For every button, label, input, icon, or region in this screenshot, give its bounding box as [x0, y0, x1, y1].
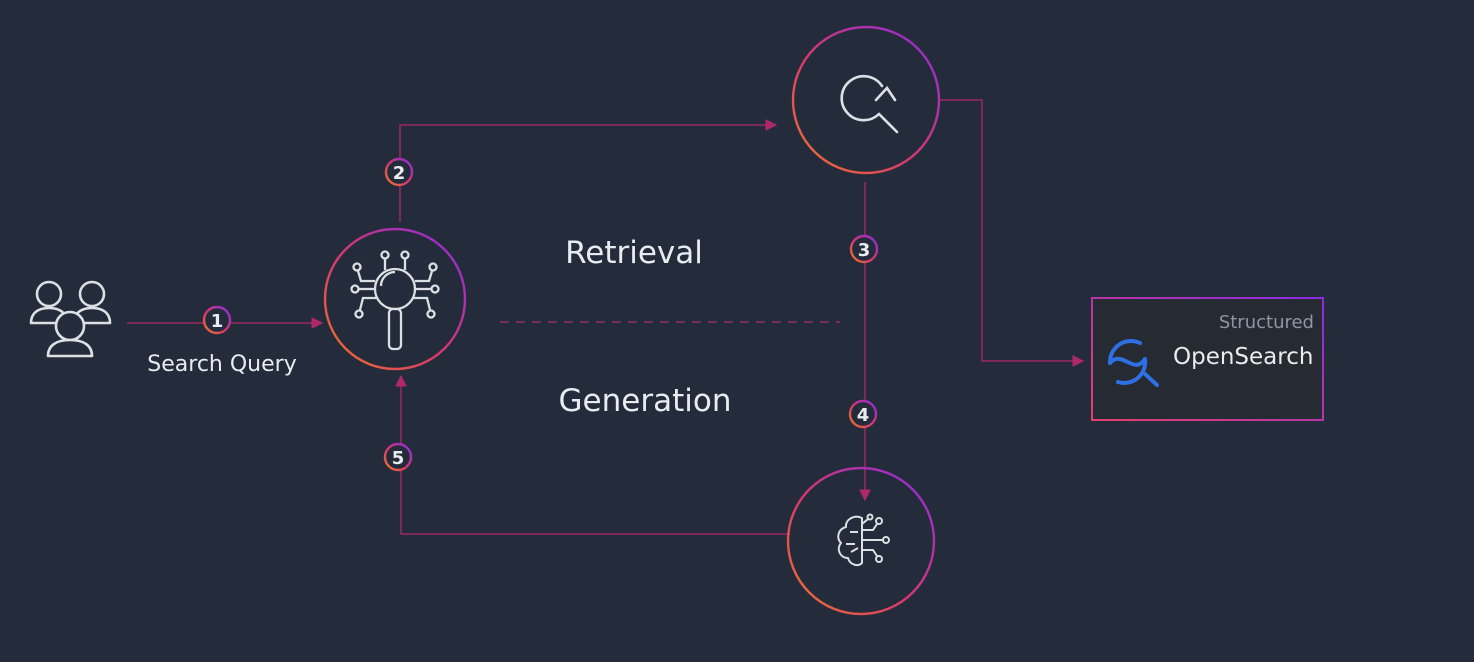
connectors [127, 99, 1085, 535]
opensearch-badge: Structured [1219, 312, 1314, 333]
connector-orchestrator-to-retriever [399, 119, 778, 222]
search-network-icon [350, 250, 440, 351]
opensearch-logo-icon [1107, 339, 1159, 387]
step-badge-1: 1 [202, 305, 232, 335]
opensearch-card: Structured OpenSearch [1091, 297, 1324, 421]
step-number: 2 [393, 163, 406, 184]
step-badge-4: 4 [848, 399, 878, 429]
connector-retriever-to-opensearch [940, 99, 1085, 367]
search-query-label: Search Query [147, 352, 296, 377]
retriever-node [791, 25, 941, 175]
orchestrator-node [323, 227, 467, 371]
opensearch-name: OpenSearch [1173, 344, 1313, 370]
retrieval-label: Retrieval [565, 235, 703, 271]
connector-llm-to-orchestrator [395, 374, 790, 535]
step-number: 1 [211, 311, 224, 332]
search-refresh-icon [840, 74, 899, 134]
generation-label: Generation [559, 383, 732, 419]
step-badge-3: 3 [849, 234, 879, 264]
llm-node [786, 466, 936, 616]
ai-brain-icon [837, 513, 890, 567]
step-badge-5: 5 [383, 442, 413, 472]
users-icon [29, 280, 112, 358]
step-number: 3 [858, 240, 871, 261]
step-number: 5 [392, 448, 405, 469]
step-number: 4 [857, 405, 870, 426]
step-badge-2: 2 [384, 157, 414, 187]
